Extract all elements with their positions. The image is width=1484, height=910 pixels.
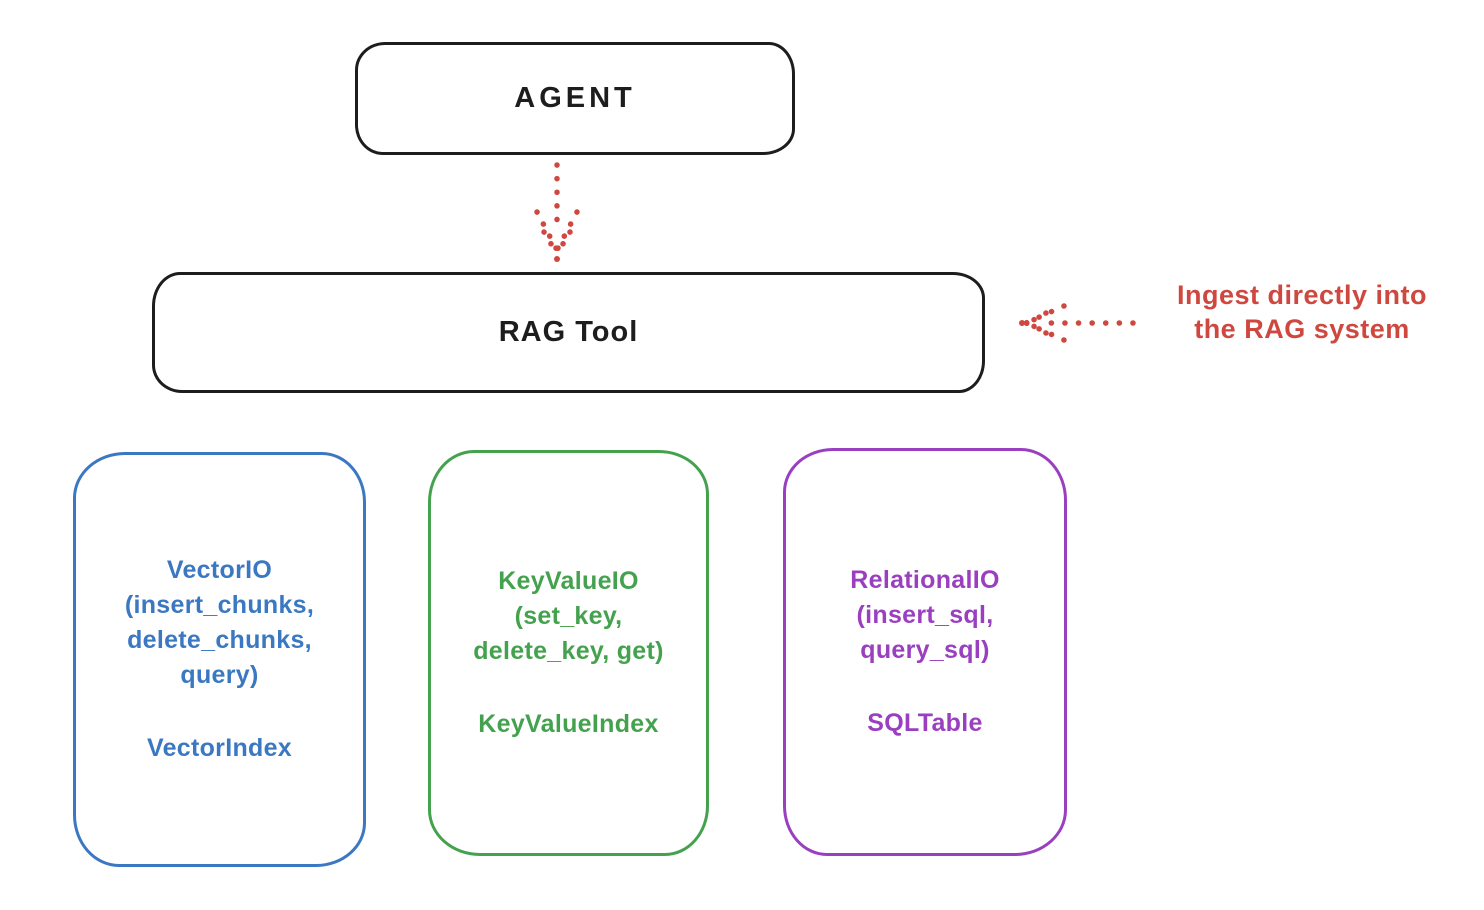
relational-io-title: RelationalIO <box>850 566 1000 594</box>
keyvalue-index-label: KeyValueIndex <box>478 710 659 738</box>
relational-io-params: (insert_sql, query_sql) <box>856 601 994 664</box>
vector-io-title: VectorIO <box>166 556 273 584</box>
keyvalue-io-box: KeyValueIO (set_key, delete_key, get) Ke… <box>428 450 709 856</box>
sql-table-label: SQLTable <box>867 709 983 737</box>
agent-label: AGENT <box>514 82 636 114</box>
keyvalue-io-params: (set_key, delete_key, get) <box>473 602 664 665</box>
agent-box: AGENT <box>355 42 795 155</box>
rag-tool-label: RAG Tool <box>498 316 639 348</box>
keyvalue-io-title: KeyValueIO <box>498 567 639 595</box>
relational-io-box: RelationalIO (insert_sql, query_sql) SQL… <box>783 448 1067 856</box>
vector-io-box: VectorIO (insert_chunks, delete_chunks, … <box>73 452 366 867</box>
rag-tool-box: RAG Tool <box>152 272 985 393</box>
arrow-agent-to-rag-icon <box>528 160 586 264</box>
vector-index-label: VectorIndex <box>146 734 293 762</box>
vector-io-params: (insert_chunks, delete_chunks, query) <box>124 591 315 689</box>
arrow-ingest-icon <box>1016 300 1138 346</box>
ingest-annotation: Ingest directly into the RAG system <box>1176 280 1428 344</box>
